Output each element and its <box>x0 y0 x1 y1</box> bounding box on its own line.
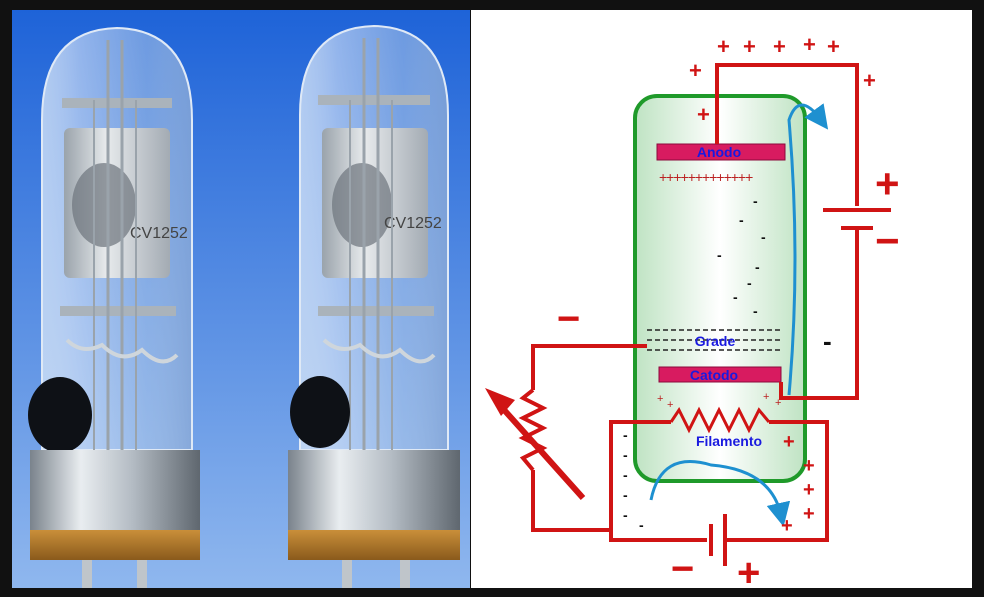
svg-text:+: + <box>803 503 815 525</box>
svg-text:-: - <box>753 193 758 209</box>
svg-text:-: - <box>623 487 628 503</box>
svg-text:+: + <box>803 32 816 57</box>
svg-text:-: - <box>761 229 766 245</box>
electron-flow-arrow-lower <box>649 460 791 527</box>
cathode-small-charges: + + + + <box>657 391 781 411</box>
cathode-label: Catodo <box>690 367 738 383</box>
anode-plate <box>656 143 786 161</box>
svg-text:-: - <box>739 212 744 228</box>
svg-text:+: + <box>717 34 730 59</box>
electron-flow-arrow-upper <box>787 103 829 396</box>
grid-label: Grade <box>695 333 736 349</box>
filament-circuit-wires <box>609 420 829 542</box>
cathode-negative-mark: - <box>823 326 832 356</box>
vacuum-tube-right: CV1252 <box>288 24 460 588</box>
grid-minus-sign: − <box>557 297 580 341</box>
svg-text:-: - <box>623 467 628 483</box>
filament-negative-charges: - - - - - - <box>623 427 644 533</box>
svg-text:+: + <box>697 102 710 127</box>
filament-battery-plus-sign: + <box>737 551 760 588</box>
grid-circuit-wires <box>531 344 647 532</box>
svg-text:-: - <box>623 507 628 523</box>
cathode-plate <box>658 366 782 383</box>
anode-charges: +++++++++++++ <box>659 169 753 185</box>
svg-text:-: - <box>717 247 722 263</box>
filament-coil <box>669 406 771 434</box>
svg-text:+: + <box>689 58 702 83</box>
svg-text:-: - <box>623 447 628 463</box>
anode-circuit-wires <box>715 63 859 400</box>
filament-positive-charges: + + + + + <box>781 431 815 537</box>
svg-text:-: - <box>755 259 760 275</box>
svg-text:+: + <box>803 455 815 477</box>
svg-text:-: - <box>753 303 758 319</box>
filament-label: Filamento <box>696 433 762 449</box>
svg-text:+: + <box>743 34 756 59</box>
electron-dashes: - - - - - - - - <box>717 193 766 319</box>
svg-text:-: - <box>623 427 628 443</box>
svg-text:+: + <box>773 34 786 59</box>
anode-battery-plus-sign: + <box>875 160 900 207</box>
svg-text:+: + <box>781 515 793 537</box>
tube-print-left: CV1252 <box>130 225 188 242</box>
tube-envelope <box>633 94 807 483</box>
tube-print-right: CV1252 <box>384 215 442 232</box>
svg-text:+: + <box>827 34 840 59</box>
vacuum-tube-left: CV1252 <box>28 26 200 588</box>
svg-text:+: + <box>783 431 795 453</box>
svg-text:+: + <box>775 397 781 409</box>
triode-circuit-diagram: Anodo +++++++++++++ - - - - - - - - Grad… <box>471 10 972 588</box>
svg-text:-: - <box>733 289 738 305</box>
svg-text:-: - <box>639 517 644 533</box>
svg-text:+: + <box>803 479 815 501</box>
vacuum-tubes-photo: CV1252 CV1252 <box>12 10 470 588</box>
svg-text:+: + <box>657 393 663 405</box>
svg-text:+: + <box>667 399 673 411</box>
svg-text:+: + <box>863 68 876 93</box>
resistor-arrow-head <box>485 388 515 416</box>
anode-label: Anodo <box>697 144 741 160</box>
anode-positive-charges: + + + + + + + + <box>689 32 876 127</box>
svg-text:-: - <box>747 275 752 291</box>
filament-battery-minus-sign: − <box>671 547 694 588</box>
svg-text:+: + <box>763 391 769 403</box>
resistor-adjust-arrow <box>494 399 586 501</box>
anode-battery-minus-sign: − <box>875 217 900 264</box>
variable-resistor <box>518 388 548 472</box>
